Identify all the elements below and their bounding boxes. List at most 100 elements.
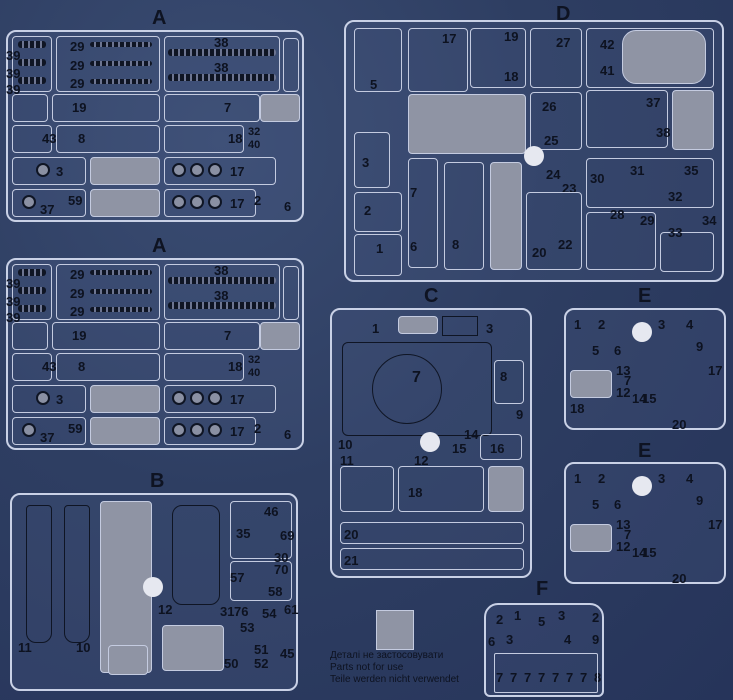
part-number: 7 [566, 670, 574, 685]
part-number: 39 [6, 276, 21, 291]
unused-grille [108, 645, 148, 675]
part-number: 8 [500, 369, 508, 384]
road-wheels-cell [164, 189, 256, 217]
track-run [168, 74, 276, 81]
part-number: 17 [708, 517, 723, 532]
part-number: 29 [70, 267, 85, 282]
part-number: 6 [488, 634, 496, 649]
sprocket-cell [12, 189, 86, 217]
part-number: 21 [344, 553, 359, 568]
part-number: 4 [564, 632, 572, 647]
dots-cell [12, 353, 52, 381]
wheel [172, 163, 186, 177]
part-number: 35 [236, 526, 251, 541]
part-number: 20 [672, 571, 687, 586]
part-number: 8 [78, 131, 86, 146]
part-number: 9 [592, 632, 600, 647]
wheel [190, 423, 204, 437]
frame-e2-letter: E [638, 440, 652, 462]
small-parts-cell [354, 234, 402, 276]
part-number: 37 [646, 95, 661, 110]
part-number: 1 [372, 321, 380, 336]
part-number: 38 [214, 263, 229, 278]
track-link [90, 289, 152, 294]
part-number: 7 [580, 670, 588, 685]
part-number: 30 [274, 550, 289, 565]
part-number: 5 [370, 77, 378, 92]
frame-a1-letter: A [152, 7, 167, 29]
part-number: 38 [214, 60, 229, 75]
turret-deck [342, 342, 492, 436]
unused-part-cell [398, 316, 438, 334]
rod-cell [526, 192, 582, 270]
frame-a2: 39 39 39 29 29 29 38 38 19 7 43 8 18 32 … [6, 258, 304, 450]
box-cell [660, 232, 714, 272]
hinge-cell [164, 94, 260, 122]
gate-marker [524, 146, 544, 166]
part-number: 39 [6, 82, 21, 97]
hinge-cell [52, 94, 160, 122]
part-number: 13 [616, 363, 631, 378]
unused-parts-swatch [376, 610, 414, 650]
gate-marker [632, 476, 652, 496]
frame-a2-letter: A [152, 235, 167, 257]
part-number: 37 [40, 430, 55, 445]
part-number: 12 [158, 602, 173, 617]
part-number: 8 [78, 359, 86, 374]
part-number: 7 [538, 670, 546, 685]
wheel [190, 163, 204, 177]
part-number: 18 [504, 69, 519, 84]
part-number: 70 [274, 562, 289, 577]
part-number: 7 [496, 670, 504, 685]
wheel [190, 391, 204, 405]
part-number: 7 [624, 527, 632, 542]
part-number: 37 [40, 202, 55, 217]
part-number: 19 [72, 328, 87, 343]
part-number: 3 [658, 317, 666, 332]
frame-e1-letter: E [638, 285, 652, 307]
runner-cell [283, 266, 299, 320]
part-number: 9 [696, 339, 704, 354]
part-number: 14 [464, 427, 479, 442]
wheel-cell [12, 385, 86, 413]
part-number: 19 [504, 29, 519, 44]
part-number: 2 [598, 471, 606, 486]
hatch-cell [354, 28, 402, 92]
frame-d-letter: D [556, 3, 571, 25]
unused-part-cell [672, 90, 714, 150]
legend-line-de: Teile werden nicht verwendet [330, 674, 459, 685]
part-number: 1 [574, 471, 582, 486]
road-wheels-cell [164, 157, 276, 185]
part-number: 30 [590, 171, 605, 186]
part-number: 59 [68, 421, 83, 436]
part-number: 7 [224, 100, 232, 115]
part-number: 29 [70, 39, 85, 54]
small-parts-cell [494, 360, 524, 404]
part-number: 7 [524, 670, 532, 685]
side-skirt [64, 505, 90, 643]
unused-part-cell [260, 94, 300, 122]
jack-cell [444, 162, 484, 270]
part-number: 6 [614, 343, 622, 358]
bracket-cell [56, 353, 160, 381]
part-number: 1 [376, 241, 384, 256]
part-number: 4 [686, 317, 694, 332]
part-number: 32 [248, 126, 261, 138]
part-number: 17 [230, 392, 245, 407]
part-number: 2 [598, 317, 606, 332]
part-number: 61 [284, 602, 299, 617]
part-number: 7 [412, 369, 421, 386]
wheel [172, 423, 186, 437]
part-number: 20 [344, 527, 359, 542]
part-number: 20 [532, 245, 547, 260]
wheel [208, 195, 222, 209]
unused-part-cell [570, 524, 612, 552]
hinge-cell [164, 322, 260, 350]
track-link [90, 270, 152, 275]
plate-cell [354, 132, 390, 188]
fender-cell [340, 548, 524, 570]
part-number: 5 [592, 343, 600, 358]
track-runs-cell [164, 36, 280, 92]
part-number: 7 [552, 670, 560, 685]
part-number: 5 [592, 497, 600, 512]
